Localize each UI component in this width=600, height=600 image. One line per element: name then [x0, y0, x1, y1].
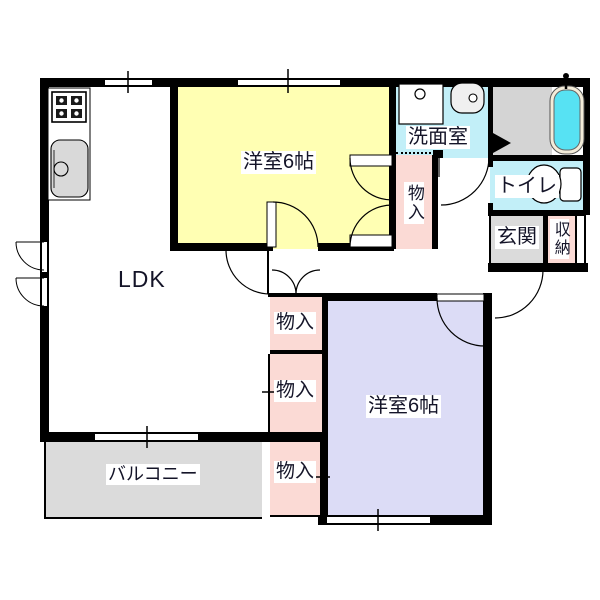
- wall-segment: [322, 293, 437, 301]
- label-closet-bottom: 物入: [274, 461, 317, 483]
- wall-segment: [270, 350, 322, 354]
- wall-segment: [44, 517, 262, 519]
- wall-segment: [488, 155, 586, 161]
- kitchen-sink-icon: [50, 139, 89, 198]
- gas-stove-icon: [51, 91, 87, 123]
- window: [327, 515, 430, 525]
- label-bedroom-bottom: 洋室6帖: [366, 395, 442, 418]
- label-balcony: バルコニー: [106, 464, 200, 485]
- wall-segment: [268, 354, 270, 434]
- wall-segment: [270, 515, 320, 517]
- label-washroom: 洗面室: [406, 126, 470, 149]
- window: [238, 78, 340, 87]
- wall-segment: [44, 440, 46, 519]
- wall-segment: [488, 263, 588, 272]
- wall-segment: [488, 155, 493, 167]
- label-closet-mid-lower: 物入: [274, 380, 317, 402]
- wall-segment: [389, 82, 396, 249]
- wall-segment: [318, 243, 394, 251]
- wall-segment: [543, 214, 548, 265]
- wall-segment: [170, 82, 178, 249]
- window: [40, 242, 49, 272]
- window: [40, 278, 49, 306]
- window: [95, 432, 198, 442]
- wall-segment: [488, 82, 493, 158]
- wall-segment: [170, 243, 273, 251]
- wall-segment: [489, 216, 491, 263]
- label-entrance: 玄関: [495, 226, 539, 249]
- wall-segment: [584, 215, 586, 268]
- wall-segment: [432, 155, 438, 249]
- window: [105, 78, 152, 87]
- label-closet-right: 物入: [404, 182, 424, 224]
- wall-segment: [488, 203, 493, 216]
- wall-segment: [320, 440, 322, 517]
- label-toilet: トイレ: [495, 175, 559, 198]
- wall-segment: [433, 150, 443, 158]
- wall-segment: [322, 293, 328, 521]
- wall-segment: [583, 78, 590, 215]
- wall-segment: [488, 210, 586, 216]
- wall-segment: [268, 293, 322, 297]
- wall-segment: [575, 214, 577, 264]
- wall-dotted-washroom: [396, 152, 435, 154]
- label-storage: 収納: [550, 219, 569, 259]
- kitchen-counter-icon: [47, 87, 91, 201]
- wall-segment: [483, 293, 492, 525]
- room-bathroom-floor: [490, 82, 552, 158]
- label-ldk: LDK: [116, 266, 168, 293]
- label-closet-mid-upper: 物入: [274, 312, 317, 334]
- label-bedroom-top: 洋室6帖: [241, 151, 317, 174]
